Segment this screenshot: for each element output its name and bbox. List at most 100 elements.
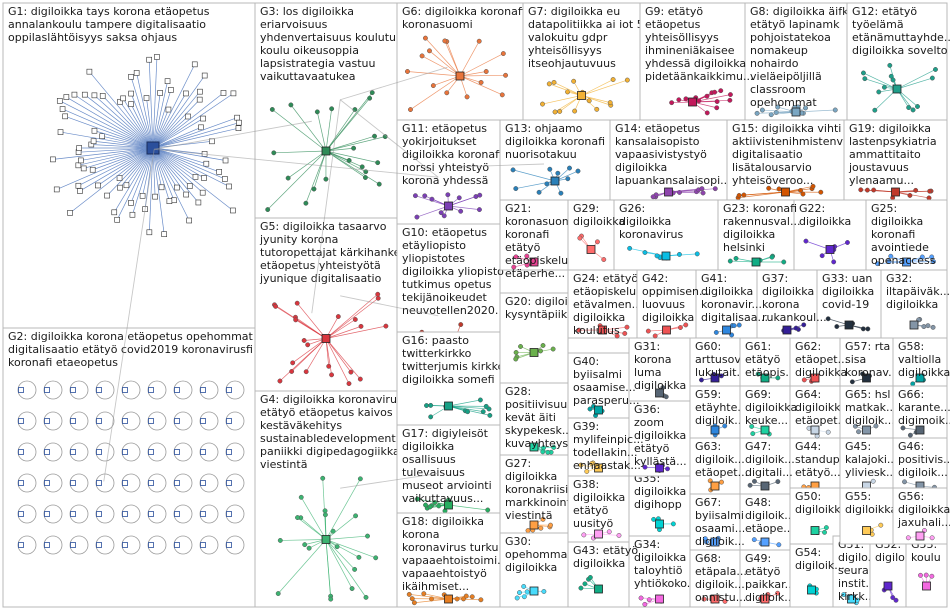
g68-node — [722, 598, 728, 604]
g25-label-line: G25: — [871, 202, 897, 215]
g50-cell: G50:digiloikka — [789, 487, 847, 545]
g59-label-line: digiloik... — [695, 414, 745, 427]
g1-node — [123, 182, 130, 189]
g17-label-line: tulevaisuus — [402, 466, 465, 479]
g5-node — [329, 372, 335, 378]
g62-hub-node — [810, 373, 820, 383]
g1-node — [53, 186, 60, 193]
g53-node — [918, 572, 923, 578]
g1-edge — [152, 147, 199, 203]
g5-node — [289, 369, 295, 374]
g17-node — [427, 504, 433, 510]
g2-node — [148, 387, 154, 393]
g32-label-line: iltapäiväk... — [886, 285, 950, 298]
g63-label-line: G63: — [695, 440, 721, 453]
g25-label-line: koronafi — [871, 228, 915, 241]
g34-label-line: G34: — [634, 538, 660, 551]
g64-label-line: etäopet... — [795, 414, 848, 427]
g41-node — [713, 330, 719, 335]
g25-node — [931, 259, 936, 265]
g27-label-line: digiloikka — [505, 470, 557, 483]
g1-edge — [91, 144, 154, 149]
inter-group-edge — [103, 149, 155, 482]
g12-node — [872, 107, 878, 113]
g34-hub-node — [655, 594, 664, 604]
g56-node — [905, 535, 911, 541]
g1-node — [154, 54, 160, 60]
g13-node — [555, 170, 561, 176]
g31-label-line: G31: — [634, 340, 660, 353]
g39-label-line: mylifeinpic... — [573, 433, 644, 446]
g18-node — [469, 594, 475, 600]
g50-node — [823, 525, 829, 531]
g8-border — [744, 2, 848, 121]
g4-edge — [325, 539, 353, 589]
g19-label-line: ammattitaito — [849, 148, 921, 161]
g57-label-line: sisa — [845, 353, 866, 366]
g30-node — [517, 590, 522, 596]
inter-group-edge — [311, 99, 341, 314]
g7-label-line: itseohjautuvuus — [528, 57, 616, 70]
g52-node — [890, 595, 896, 601]
g47-label-line: G47: — [745, 440, 771, 453]
g41-label-line: digitalisaa... — [701, 311, 768, 324]
g11-node — [412, 193, 418, 199]
g3-edge — [273, 150, 327, 154]
g48-label-line: etäope... — [745, 522, 794, 535]
g38-label-line: etätyö — [573, 504, 609, 517]
g15-border — [726, 119, 845, 201]
g26-node — [694, 251, 700, 257]
g16-node — [424, 403, 429, 408]
g18-node — [478, 597, 484, 603]
g23-label-line: G23: koronafi — [723, 202, 797, 215]
g3-node — [314, 109, 320, 115]
g1-edge — [142, 147, 154, 196]
g15-hub-node — [781, 187, 790, 197]
g2-self-loop — [69, 411, 89, 431]
g2-self-loop — [43, 442, 63, 462]
g1-edge — [152, 147, 205, 155]
g19-label-line: ylenaamu... — [849, 174, 914, 187]
g34-label-line: yhtiökoko... — [634, 577, 697, 590]
g66-node — [900, 425, 906, 431]
g2-self-loop — [95, 442, 115, 462]
g2-node — [44, 511, 50, 517]
g33-label-line: G33: uan — [822, 272, 872, 285]
g51-label-line: instit... — [838, 577, 876, 590]
g10-label-line: neuvotellen2020... — [402, 304, 505, 317]
g14-label-line: kansalaisopisto — [615, 135, 700, 148]
g47-hub-node — [760, 481, 770, 491]
g28-label-line: G28: — [505, 385, 531, 398]
g2-node — [174, 449, 180, 455]
g1-node — [120, 95, 126, 102]
g2-node — [200, 480, 206, 486]
g1-edge — [152, 64, 196, 149]
g2-self-loop — [17, 380, 37, 400]
g59-label-line: G59: — [695, 388, 721, 401]
g62-label-line: etäopet... — [795, 353, 848, 366]
g5-label-line: etäopetus yhteistyötä — [260, 259, 381, 272]
g1-edge — [93, 140, 154, 149]
g10-node — [458, 322, 464, 328]
g9-label-line: pidetäänkaikkimu... — [645, 70, 754, 83]
g3-edge — [325, 108, 332, 152]
g1-node — [80, 165, 87, 172]
g24-label-line: koulutus — [573, 324, 620, 337]
g4-edge — [297, 517, 327, 540]
g60-label-line: arttusov... — [695, 353, 750, 366]
g16-node — [483, 403, 489, 409]
g1-edge — [94, 130, 154, 149]
g53-node — [929, 573, 935, 579]
g27-label-line: markkinointi — [505, 496, 574, 509]
g28-label-line: kuvayhteys... — [505, 437, 579, 450]
g66-node — [907, 432, 913, 438]
g66-label-line: digimoik... — [898, 414, 950, 427]
g1-node — [62, 113, 68, 120]
